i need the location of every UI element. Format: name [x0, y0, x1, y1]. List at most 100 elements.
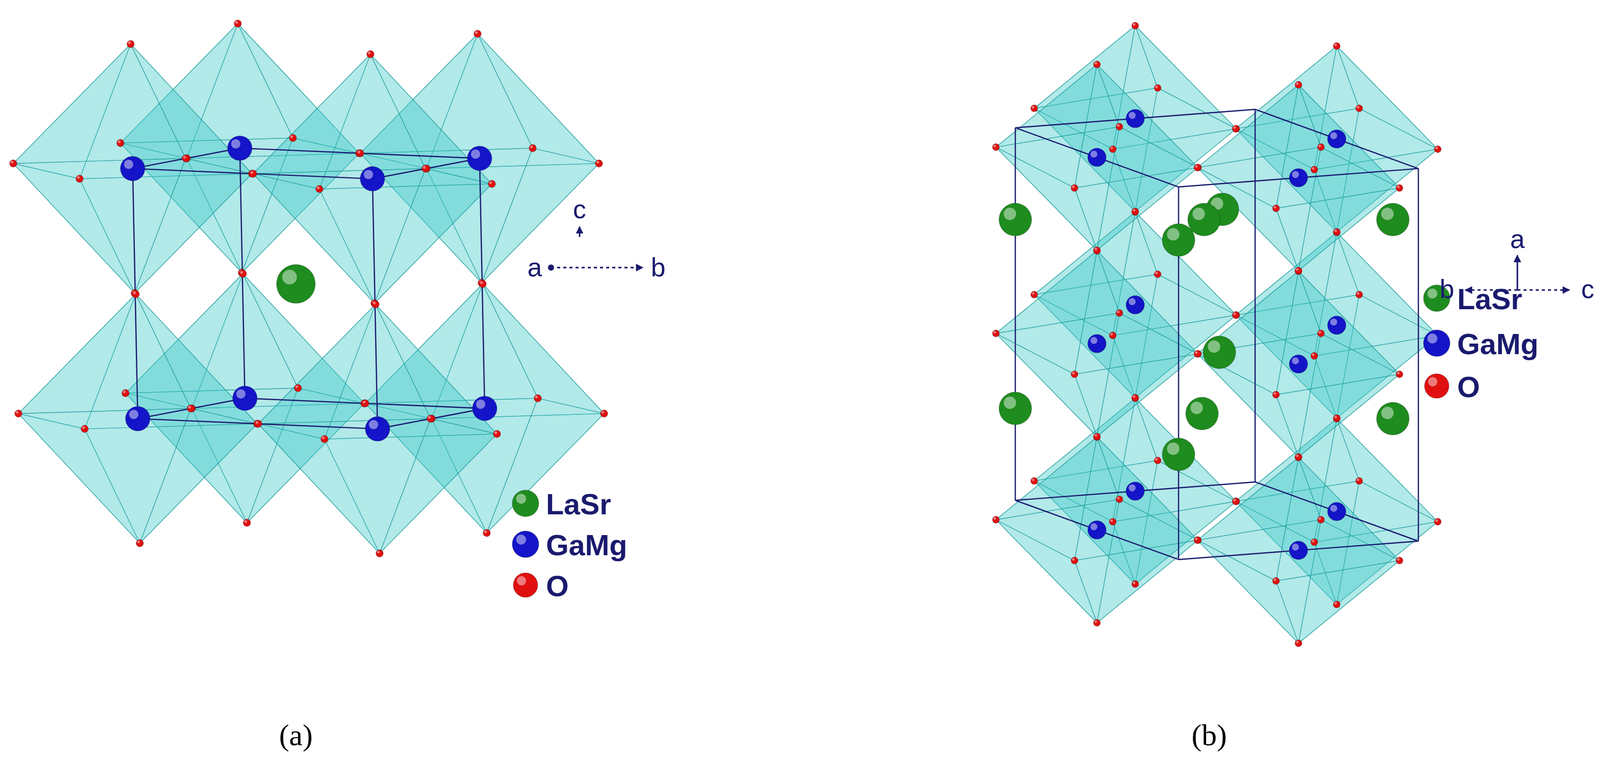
oxygen-atom: [75, 175, 84, 183]
oxygen-atom: [992, 516, 1000, 524]
a-site-atom: [276, 264, 316, 304]
oxygen-atom: [1154, 84, 1162, 92]
b-site-atom: [1126, 109, 1145, 128]
oxygen-atom: [1071, 557, 1079, 565]
axis-arrow: [557, 266, 643, 269]
b-site-atom-highlight: [1291, 171, 1299, 179]
oxygen-atom-highlight: [1194, 537, 1198, 540]
oxygen-atom: [1310, 352, 1318, 360]
oxygen-atom-highlight: [1396, 185, 1400, 188]
oxygen-atom-highlight: [1110, 519, 1113, 522]
oxygen-atom: [1434, 518, 1442, 526]
oxygen-atom: [1071, 184, 1079, 192]
b-site-atom-highlight: [123, 159, 133, 169]
a-site-atom: [1376, 203, 1410, 236]
legend-swatch-highlight: [516, 534, 527, 545]
oxygen-atom: [1232, 125, 1240, 133]
oxygen-atom-highlight: [1356, 105, 1360, 109]
axis-arrows-a: [547, 226, 643, 271]
cell-edge: [1178, 540, 1419, 560]
oxygen-atom: [254, 419, 263, 428]
oxygen-atom-highlight: [376, 550, 380, 554]
octahedron-face: [1298, 457, 1400, 561]
b-site-atom: [232, 385, 258, 411]
oxygen-atom: [131, 290, 140, 298]
oxygen-atom-highlight: [137, 540, 141, 544]
a-site-atom-highlight: [1167, 227, 1180, 241]
octahedron-face: [482, 283, 605, 414]
oxygen-atom-highlight: [1132, 208, 1136, 212]
oxygen-atom-highlight: [1334, 229, 1337, 232]
oxygen-atom-highlight: [1072, 557, 1075, 561]
oxygen-atom-highlight: [1155, 457, 1158, 461]
oxygen-atom-highlight: [1117, 496, 1120, 499]
octahedron-face: [375, 304, 497, 434]
b-site-atom-highlight: [1128, 297, 1136, 306]
b-site-atom-highlight: [475, 399, 485, 409]
oxygen-atom: [315, 185, 324, 193]
oxygen-atom: [1355, 105, 1363, 113]
oxygen-atom-highlight: [1356, 478, 1360, 481]
cell-edge: [244, 397, 485, 409]
oxygen-atom-highlight: [122, 390, 126, 394]
oxygen-atom-highlight: [1334, 415, 1337, 419]
oxygen-atom-highlight: [1194, 351, 1198, 354]
oxygen-atom-highlight: [295, 385, 299, 389]
atoms-a: [9, 19, 608, 557]
b-site-atom: [125, 406, 150, 431]
oxygen-atom: [1071, 370, 1079, 378]
oxygen-atom: [482, 529, 491, 537]
octahedron-face: [130, 43, 253, 174]
b-site-atom: [1289, 540, 1308, 560]
legend-label: GaMg: [545, 530, 628, 560]
oxygen-atom: [116, 139, 125, 147]
oxygen-atom-highlight: [117, 140, 121, 144]
octahedron-face: [253, 168, 426, 304]
legend-swatch-highlight: [1427, 333, 1438, 344]
oxygen-atom: [1093, 246, 1101, 254]
oxygen-atom: [1116, 309, 1124, 317]
oxygen-atom: [1193, 350, 1202, 358]
oxygen-atom-highlight: [1233, 126, 1236, 129]
axis-label: c: [1581, 275, 1595, 303]
axis-label: b: [651, 254, 666, 281]
oxygen-atom-highlight: [10, 160, 14, 164]
oxygen-atom: [1030, 105, 1038, 113]
oxygen-atom-highlight: [1295, 640, 1299, 643]
a-site-atom-highlight: [282, 269, 297, 285]
legend-label: O: [1457, 372, 1480, 402]
oxygen-atom: [1131, 580, 1139, 588]
legend-label: LaSr: [1457, 284, 1523, 314]
b-site-atom: [360, 166, 385, 191]
oxygen-atom-highlight: [1094, 620, 1097, 623]
oxygen-atom: [1154, 457, 1162, 465]
oxygen-atom-highlight: [316, 186, 320, 190]
unit-cell-b: [1015, 109, 1419, 560]
oxygen-atom-highlight: [1132, 394, 1136, 398]
oxygen-atom: [80, 425, 89, 433]
oxygen-atom: [421, 164, 430, 173]
a-site-atom: [998, 391, 1032, 425]
cell-edge: [1015, 500, 1179, 560]
cell-edge: [132, 168, 373, 179]
oxygen-atom-highlight: [494, 431, 498, 435]
octahedron-face: [370, 54, 492, 184]
octahedron-face: [1074, 436, 1198, 561]
legend-swatch: [1423, 329, 1450, 357]
oxygen-atom: [1232, 497, 1240, 505]
oxygen-atom: [1232, 311, 1240, 319]
a-site-atom: [1162, 437, 1195, 471]
oxygen-atom: [233, 19, 242, 28]
oxygen-atom: [1109, 518, 1117, 526]
octahedron-face: [139, 408, 258, 543]
oxygen-atom-highlight: [1295, 268, 1299, 271]
oxygen-atom: [1093, 432, 1101, 440]
b-site-atom-highlight: [1291, 357, 1299, 365]
oxygen-atom: [600, 409, 609, 418]
oxygen-atom: [1310, 538, 1318, 546]
legend-swatch-highlight: [1428, 376, 1438, 386]
oxygen-atom: [1294, 267, 1303, 275]
b-site-atom-highlight: [1090, 523, 1098, 531]
oxygen-atom: [187, 404, 195, 413]
legend-swatch: [513, 572, 538, 597]
